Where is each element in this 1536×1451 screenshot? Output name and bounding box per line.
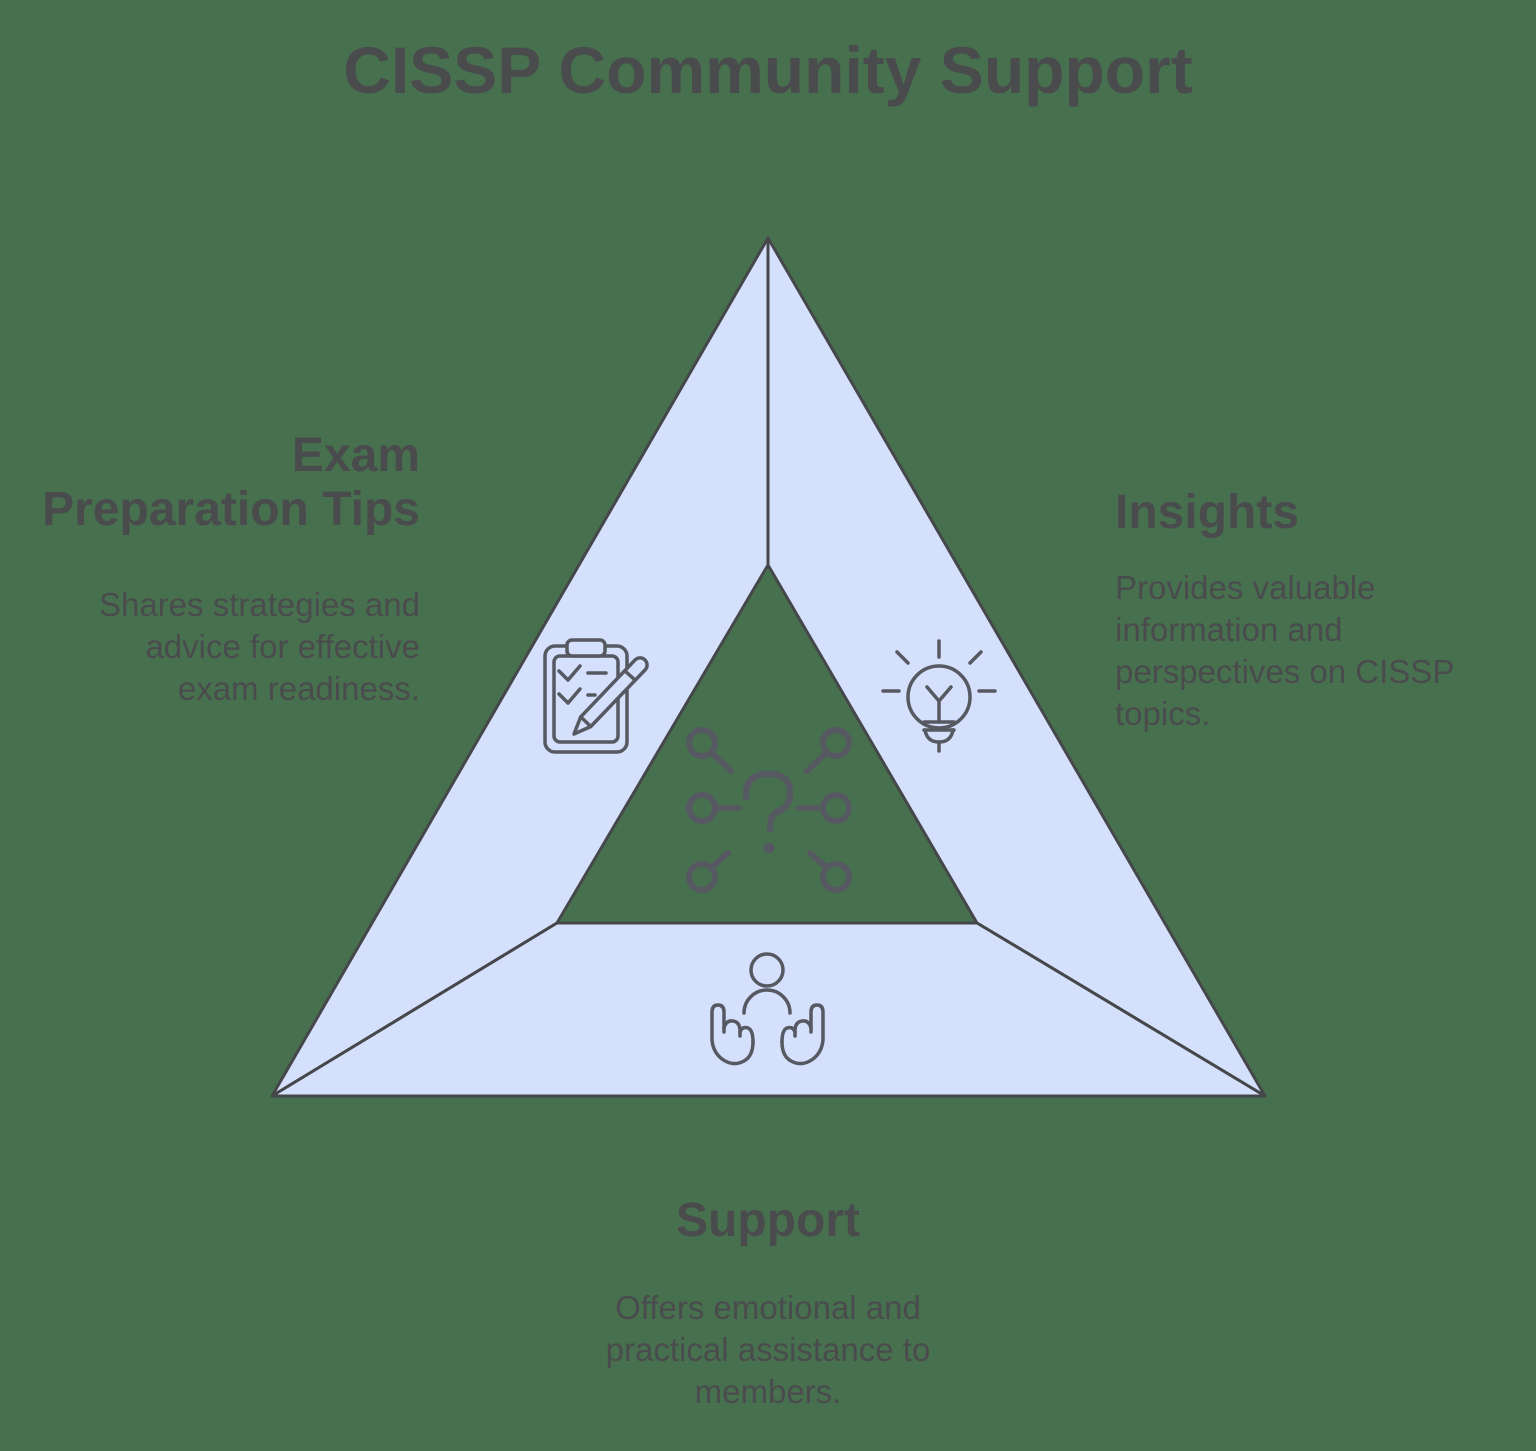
support-heading: Support [676, 1194, 860, 1247]
exam-tips-heading: Exam Preparation Tips [42, 429, 420, 536]
triangle-bottom-segment [270, 921, 1267, 1098]
question-network-icon [686, 727, 852, 893]
insights-description: Provides valuable information and perspe… [1115, 569, 1455, 732]
clipboard-checklist-pencil-icon [543, 638, 649, 754]
lightbulb-icon [881, 639, 997, 753]
page-title: CISSP Community Support [343, 33, 1193, 107]
insights-heading: Insights [1115, 486, 1300, 539]
support-description: Offers emotional and practical assistanc… [605, 1289, 931, 1410]
exam-tips-description: Shares strategies and advice for effecti… [98, 586, 420, 707]
person-in-hands-icon [710, 952, 825, 1066]
